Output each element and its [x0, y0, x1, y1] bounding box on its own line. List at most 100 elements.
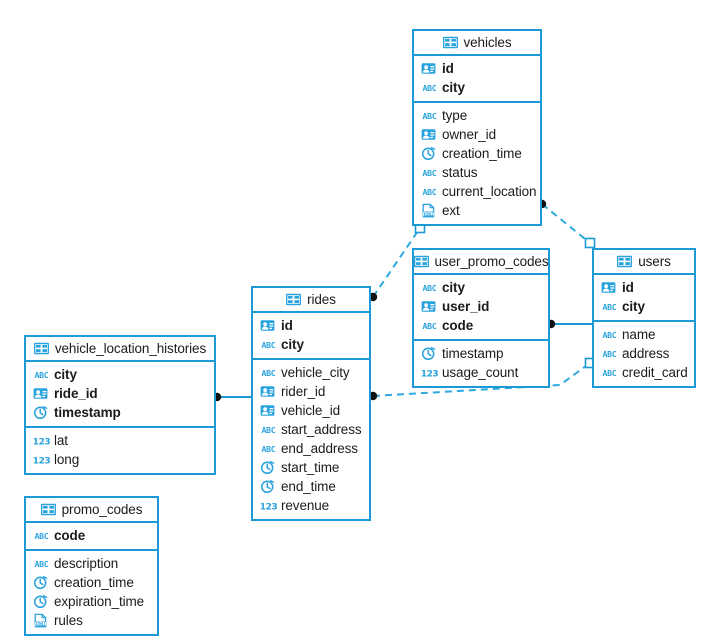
table-name: vehicle_location_histories — [54, 341, 207, 356]
table-icon — [286, 292, 302, 307]
id-badge-icon — [260, 403, 275, 418]
svg-text:ABC: ABC — [423, 83, 437, 93]
abc-text-icon: ABC — [421, 80, 438, 95]
column-name: creation_time — [54, 575, 134, 590]
column-name: type — [442, 108, 468, 123]
column-row[interactable]: ABC end_address — [253, 439, 369, 458]
id-badge-icon — [421, 299, 436, 314]
svg-text:ABC: ABC — [603, 349, 617, 359]
svg-text:ABC: ABC — [603, 330, 617, 340]
abc-text-icon: ABC — [421, 318, 438, 333]
column-row[interactable]: rider_id — [253, 382, 369, 401]
column-row[interactable]: timestamp — [26, 403, 214, 422]
column-name: address — [622, 346, 670, 361]
relationship-vehicles-to-users[interactable] — [537, 199, 596, 249]
column-row[interactable]: ride_id — [26, 384, 214, 403]
column-name: id — [442, 61, 454, 76]
svg-text:123: 123 — [260, 502, 277, 512]
relationship-histories-to-rides[interactable] — [212, 392, 251, 402]
svg-text:123: 123 — [33, 437, 50, 447]
svg-text:JSON: JSON — [422, 211, 435, 217]
column-name: rules — [54, 613, 83, 628]
column-name: revenue — [281, 498, 330, 513]
id-badge-icon — [421, 127, 436, 142]
table-header-rides[interactable]: rides — [253, 288, 369, 313]
column-row[interactable]: start_time — [253, 458, 369, 477]
column-row[interactable]: id — [414, 59, 540, 78]
column-name: status — [442, 165, 478, 180]
column-row[interactable]: id — [594, 278, 694, 297]
table-header-user_promo_codes[interactable]: user_promo_codes — [413, 250, 549, 275]
table-header-promo_codes[interactable]: promo_codes — [26, 498, 157, 523]
column-row[interactable]: end_time — [253, 477, 369, 496]
column-row[interactable]: id — [253, 316, 369, 335]
123-number-icon: 123 — [260, 498, 277, 513]
svg-text:ABC: ABC — [262, 444, 276, 454]
clock-icon — [260, 479, 275, 494]
column-row[interactable]: owner_id — [414, 125, 540, 144]
column-name: end_address — [281, 441, 358, 456]
column-row[interactable]: user_id — [414, 297, 548, 316]
column-name: name — [622, 327, 656, 342]
column-row[interactable]: creation_time — [414, 144, 540, 163]
id-badge-icon — [421, 61, 436, 76]
id-badge-icon — [260, 384, 275, 399]
table-header-vehicles[interactable]: vehicles — [414, 31, 540, 56]
id-badge-icon — [33, 386, 48, 401]
svg-text:ABC: ABC — [35, 370, 49, 380]
column-name: lat — [54, 433, 68, 448]
column-name: usage_count — [442, 365, 519, 380]
abc-text-icon: ABC — [33, 556, 50, 571]
column-row[interactable]: 123 lat — [26, 431, 214, 450]
svg-text:ABC: ABC — [423, 187, 437, 197]
table-header-users[interactable]: users — [594, 250, 694, 275]
relationship-promo-codes-to-users[interactable] — [546, 319, 592, 329]
column-row[interactable]: 123 revenue — [253, 496, 369, 515]
column-row[interactable]: vehicle_id — [253, 401, 369, 420]
clock-icon — [33, 405, 48, 420]
column-name: ride_id — [54, 386, 98, 401]
table-header-vehicle_location_histories[interactable]: vehicle_location_histories — [26, 337, 214, 362]
column-row[interactable]: timestamp — [414, 344, 548, 363]
table-icon — [33, 341, 49, 356]
relationship-square-marker — [584, 237, 596, 249]
column-row[interactable]: ABC address — [594, 344, 694, 363]
column-row[interactable]: creation_time — [26, 573, 157, 592]
table-icon — [617, 254, 633, 269]
relationship-line — [541, 203, 591, 244]
column-row[interactable]: ABC name — [594, 325, 694, 344]
column-name: city — [281, 337, 304, 352]
table-name: vehicles — [463, 35, 512, 50]
column-row[interactable]: expiration_time — [26, 592, 157, 611]
column-name: rider_id — [281, 384, 326, 399]
